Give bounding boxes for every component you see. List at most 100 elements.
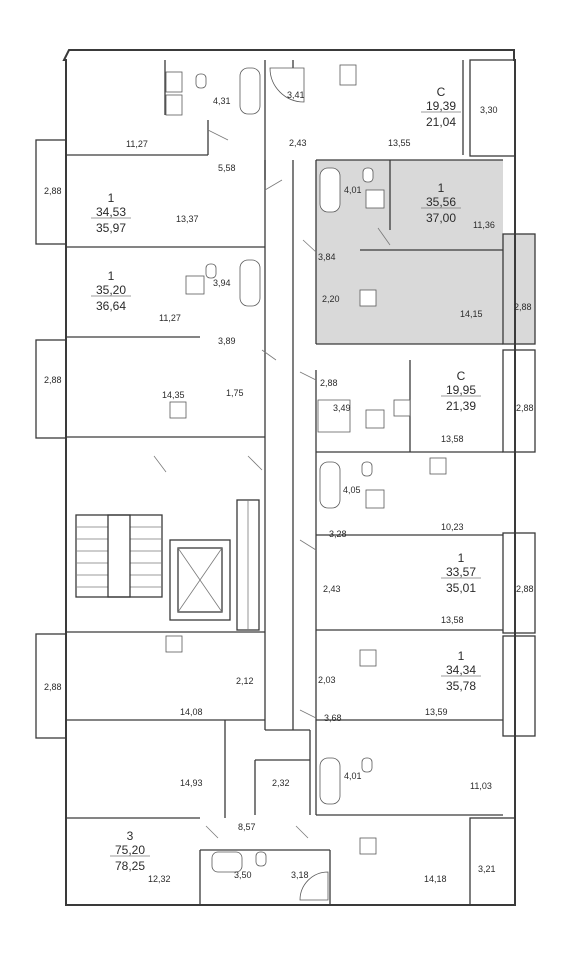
stove-icon (393, 399, 411, 417)
apartment-type: 1 (458, 649, 465, 663)
room-area: 2,88 (44, 682, 62, 692)
stove-icon (359, 837, 377, 855)
toilet-icon (362, 167, 374, 183)
room-area: 14,93 (180, 778, 203, 788)
room-area: 13,37 (176, 214, 199, 224)
apartment-tag: 1 34,53 35,97 (91, 191, 131, 235)
apartment-tags: C 19,39 21,04 1 34,53 35,97 1 35,20 36,6… (91, 85, 481, 873)
apartment-tag: 3 75,20 78,25 (110, 829, 150, 873)
room-area: 2,43 (289, 138, 307, 148)
stove-icon (359, 649, 377, 667)
room-area: 2,32 (272, 778, 290, 788)
apartment-type: 1 (458, 551, 465, 565)
total-area: 35,97 (96, 221, 126, 235)
room-area: 3,30 (480, 105, 498, 115)
apartment-type: 1 (108, 191, 115, 205)
living-area: 19,39 (426, 99, 456, 113)
door-swings (153, 129, 391, 839)
room-area: 3,28 (329, 529, 347, 539)
stove-icon (165, 94, 183, 116)
room-area-labels: 4,31 3,41 3,30 11,27 2,43 13,55 5,58 2,8… (44, 90, 534, 884)
apartment-type: 3 (127, 829, 134, 843)
living-area: 34,34 (446, 663, 476, 677)
sink-icon (365, 189, 385, 209)
room-area: 10,23 (441, 522, 464, 532)
apartment-type: 1 (108, 269, 115, 283)
room-area: 4,01 (344, 771, 362, 781)
stair-lift-core (75, 499, 260, 631)
room-area: 14,18 (424, 874, 447, 884)
room-area: 13,55 (388, 138, 411, 148)
total-area: 21,39 (446, 399, 476, 413)
stove-icon (359, 289, 377, 307)
total-area: 37,00 (426, 211, 456, 225)
room-area: 4,31 (213, 96, 231, 106)
apartment-tag: 1 35,20 36,64 (91, 269, 131, 313)
bathtub-icon (211, 851, 243, 873)
right-balconies (469, 59, 536, 906)
total-area: 35,01 (446, 581, 476, 595)
living-area: 34,53 (96, 205, 126, 219)
sink-icon (165, 71, 183, 93)
room-area: 2,12 (236, 676, 254, 686)
room-area: 12,32 (148, 874, 171, 884)
living-area: 33,57 (446, 565, 476, 579)
room-area: 11,36 (473, 220, 495, 230)
room-area: 3,41 (287, 90, 305, 100)
room-area: 11,27 (159, 313, 181, 323)
sink-icon (185, 275, 205, 295)
apartment-tag: 1 33,57 35,01 (441, 551, 481, 595)
bathtub-icon (319, 461, 341, 509)
room-area: 2,88 (44, 186, 62, 196)
left-partitions (66, 60, 266, 819)
room-area: 2,88 (516, 403, 534, 413)
room-area: 2,88 (44, 375, 62, 385)
room-area: 13,58 (441, 615, 464, 625)
living-area: 75,20 (115, 843, 145, 857)
shower-icon (299, 871, 329, 901)
total-area: 35,78 (446, 679, 476, 693)
apartment-tag: C 19,39 21,04 (421, 85, 461, 129)
room-area: 14,35 (162, 390, 185, 400)
toilet-icon (361, 461, 373, 477)
apartment-type: C (457, 369, 466, 383)
bottom-partitions (199, 730, 331, 905)
room-area: 4,01 (344, 185, 362, 195)
room-area: 14,15 (460, 309, 483, 319)
apartment-tag: C 19,95 21,39 (441, 369, 481, 413)
bathtub-icon (239, 259, 261, 307)
shower-icon (269, 67, 305, 103)
bathtub-icon (319, 757, 341, 805)
shower-icon (317, 399, 351, 433)
apartment-tag: 1 34,34 35,78 (441, 649, 481, 693)
living-area: 35,20 (96, 283, 126, 297)
room-area: 2,88 (514, 302, 532, 312)
toilet-icon (195, 73, 207, 89)
room-area: 4,05 (343, 485, 361, 495)
total-area: 78,25 (115, 859, 145, 873)
apartment-tag: 1 35,56 37,00 (421, 181, 461, 225)
apartment-type: C (437, 85, 446, 99)
total-area: 21,04 (426, 115, 456, 129)
room-area: 2,20 (322, 294, 340, 304)
room-area: 3,89 (218, 336, 236, 346)
bathtub-icon (319, 167, 341, 213)
left-balconies (35, 139, 67, 739)
stove-icon (429, 457, 447, 475)
toilet-icon (205, 263, 217, 279)
total-area: 36,64 (96, 299, 126, 313)
room-area: 13,59 (425, 707, 448, 717)
sink-icon (365, 409, 385, 429)
room-area: 2,43 (323, 584, 341, 594)
room-area: 2,03 (318, 675, 336, 685)
living-area: 19,95 (446, 383, 476, 397)
room-area: 11,03 (470, 781, 492, 791)
room-area: 3,49 (333, 403, 351, 413)
room-area: 3,84 (318, 252, 336, 262)
room-area: 3,68 (324, 713, 342, 723)
toilet-icon (255, 851, 267, 867)
room-area: 14,08 (180, 707, 203, 717)
toilet-icon (361, 757, 373, 773)
room-area: 3,18 (291, 870, 309, 880)
